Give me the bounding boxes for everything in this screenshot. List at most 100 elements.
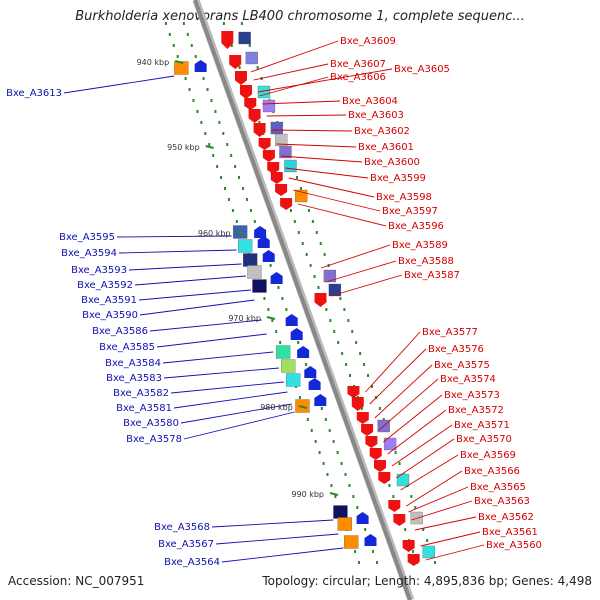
leader-line <box>425 544 485 561</box>
gene-arrow <box>308 378 321 390</box>
gene-box <box>174 61 189 75</box>
gene-arrow <box>262 150 275 162</box>
track-dot <box>186 33 189 36</box>
gene-label-plus: Bxe_A3570 <box>456 434 512 445</box>
track-dot <box>434 561 437 564</box>
gene-arrow <box>314 293 327 307</box>
track-dot <box>410 495 413 498</box>
leader-line <box>396 438 455 479</box>
track-dot <box>269 264 272 267</box>
track-dot <box>231 209 234 212</box>
leader-line <box>325 260 397 283</box>
leader-line <box>262 100 341 105</box>
track-dot <box>325 308 328 311</box>
gene-arrow <box>270 272 283 284</box>
track-dot <box>277 286 280 289</box>
track-dot <box>351 330 354 333</box>
track-dot <box>398 462 401 465</box>
gene-label-plus: Bxe_A3589 <box>392 240 448 251</box>
track-dot <box>214 110 217 113</box>
gene-label-minus: Bxe_A3583 <box>106 373 162 384</box>
track-dot <box>372 550 375 553</box>
tick-label: 990 kbp <box>291 490 324 499</box>
gene-label-minus: Bxe_A3584 <box>105 358 161 369</box>
track-dot <box>376 561 379 564</box>
leader-line <box>257 68 393 93</box>
track-dot <box>222 22 225 25</box>
gene-label-minus: Bxe_A3581 <box>116 403 172 414</box>
gene-label-plus: Bxe_A3601 <box>358 142 414 153</box>
tick-label: 980 kbp <box>260 403 293 412</box>
track-dot <box>202 77 205 80</box>
leader-line <box>391 424 453 467</box>
gene-arrow <box>314 394 327 406</box>
track-dot <box>249 209 252 212</box>
track-dot <box>182 22 185 25</box>
gene-label-plus: Bxe_A3560 <box>486 540 542 551</box>
leader-line <box>297 203 387 227</box>
gene-label-plus: Bxe_A3574 <box>440 374 496 385</box>
leader-line <box>163 367 279 379</box>
leader-line <box>320 244 391 269</box>
track-dot <box>370 385 373 388</box>
track-dot <box>404 528 407 531</box>
gene-box <box>275 345 291 359</box>
gene-box <box>344 535 359 549</box>
track-dot <box>347 319 350 322</box>
gene-label-plus: Bxe_A3600 <box>364 157 420 168</box>
track-dot <box>382 418 385 421</box>
gene-label-plus: Bxe_A3577 <box>422 327 478 338</box>
track-dot <box>349 374 352 377</box>
accession-text: Accession: NC_007951 <box>8 574 145 588</box>
leader-line <box>253 63 329 81</box>
track-dot <box>307 209 310 212</box>
track-dot <box>258 121 261 124</box>
leader-line <box>292 189 381 212</box>
gene-label-minus: Bxe_A3585 <box>99 342 155 353</box>
track-dot <box>339 297 342 300</box>
track-dot <box>238 176 241 179</box>
track-dot <box>248 44 251 47</box>
leader-line <box>330 274 403 297</box>
track-dot <box>222 132 225 135</box>
track-dot <box>314 440 317 443</box>
track-dot <box>240 22 243 25</box>
track-dot <box>426 539 429 542</box>
gene-label-plus: Bxe_A3566 <box>464 466 520 477</box>
leader-line <box>288 177 375 198</box>
leader-line <box>63 75 175 94</box>
gene-arrow <box>407 554 420 566</box>
track-dot <box>226 143 229 146</box>
gene-label-plus: Bxe_A3605 <box>394 64 450 75</box>
leader-line <box>285 167 369 179</box>
track-dot <box>279 341 282 344</box>
gene-arrow <box>267 162 280 174</box>
track-dot <box>359 352 362 355</box>
track-dot <box>242 187 245 190</box>
gene-label-plus: Bxe_A3599 <box>370 173 426 184</box>
gene-arrow <box>262 250 275 262</box>
leader-line <box>116 235 232 238</box>
leader-line <box>221 547 344 563</box>
track-dot <box>196 110 199 113</box>
gene-label-plus: Bxe_A3598 <box>376 192 432 203</box>
gene-box <box>252 279 267 293</box>
track-dot <box>216 165 219 168</box>
tick-mark <box>329 492 339 496</box>
leader-line <box>420 531 481 547</box>
track-dot <box>235 220 238 223</box>
track-dot <box>333 330 336 333</box>
gene-label-plus: Bxe_A3561 <box>482 527 538 538</box>
gene-arrow <box>304 366 317 378</box>
gene-arrow <box>393 514 406 526</box>
track-dot <box>310 429 313 432</box>
gene-arrow <box>365 436 378 448</box>
track-dot <box>188 88 191 91</box>
tick-label: 970 kbp <box>228 314 261 323</box>
track-dot <box>190 44 193 47</box>
gene-label-plus: Bxe_A3562 <box>478 512 534 523</box>
leader-line <box>280 155 363 163</box>
track-dot <box>328 429 331 432</box>
track-dot <box>206 88 209 91</box>
